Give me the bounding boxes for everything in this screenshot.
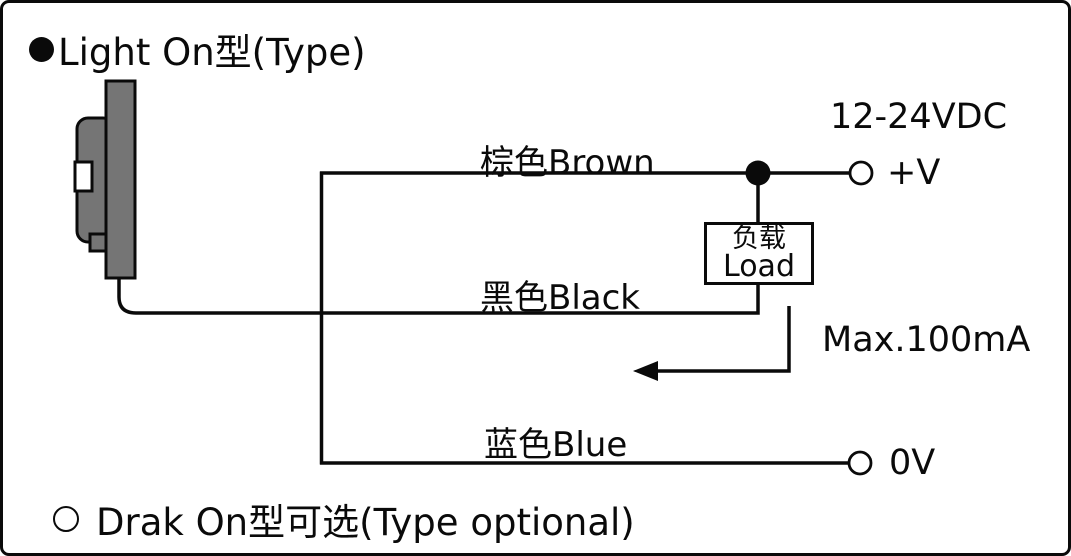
diagram-lines-layer <box>73 79 874 476</box>
black-wire <box>117 277 760 315</box>
load-label-en: Load <box>723 249 795 284</box>
flow-arrow-line <box>655 306 791 373</box>
title-label: Light On型(Type) <box>58 31 366 74</box>
footnote-label: Drak On型可选(Type optional) <box>96 501 635 544</box>
load-box: 负载 Load <box>704 222 814 285</box>
supply-voltage-label: 12-24VDC <box>830 97 1008 137</box>
blue-wire-label: 蓝色Blue <box>484 425 628 465</box>
sensor-bracket <box>104 79 137 280</box>
max-current-label: Max.100mA <box>822 320 1031 360</box>
negative-terminal-icon <box>847 450 873 476</box>
junction-dot <box>745 160 771 186</box>
diagram-title: Light On型(Type) <box>29 22 366 76</box>
filled-bullet-icon <box>29 36 54 62</box>
flow-arrow-head-icon <box>633 361 658 381</box>
positive-terminal-label: +V <box>887 153 941 193</box>
brown-wire-label: 棕色Brown <box>480 143 655 183</box>
hollow-bullet-icon <box>53 506 79 532</box>
negative-terminal-label: 0V <box>889 443 936 483</box>
sensor-window <box>73 160 94 193</box>
positive-terminal-icon <box>848 160 874 186</box>
diagram-footnote: Drak On型可选(Type optional) <box>53 492 635 546</box>
black-wire-label: 黑色Black <box>480 278 640 318</box>
load-label-cn: 负载 <box>732 223 786 254</box>
